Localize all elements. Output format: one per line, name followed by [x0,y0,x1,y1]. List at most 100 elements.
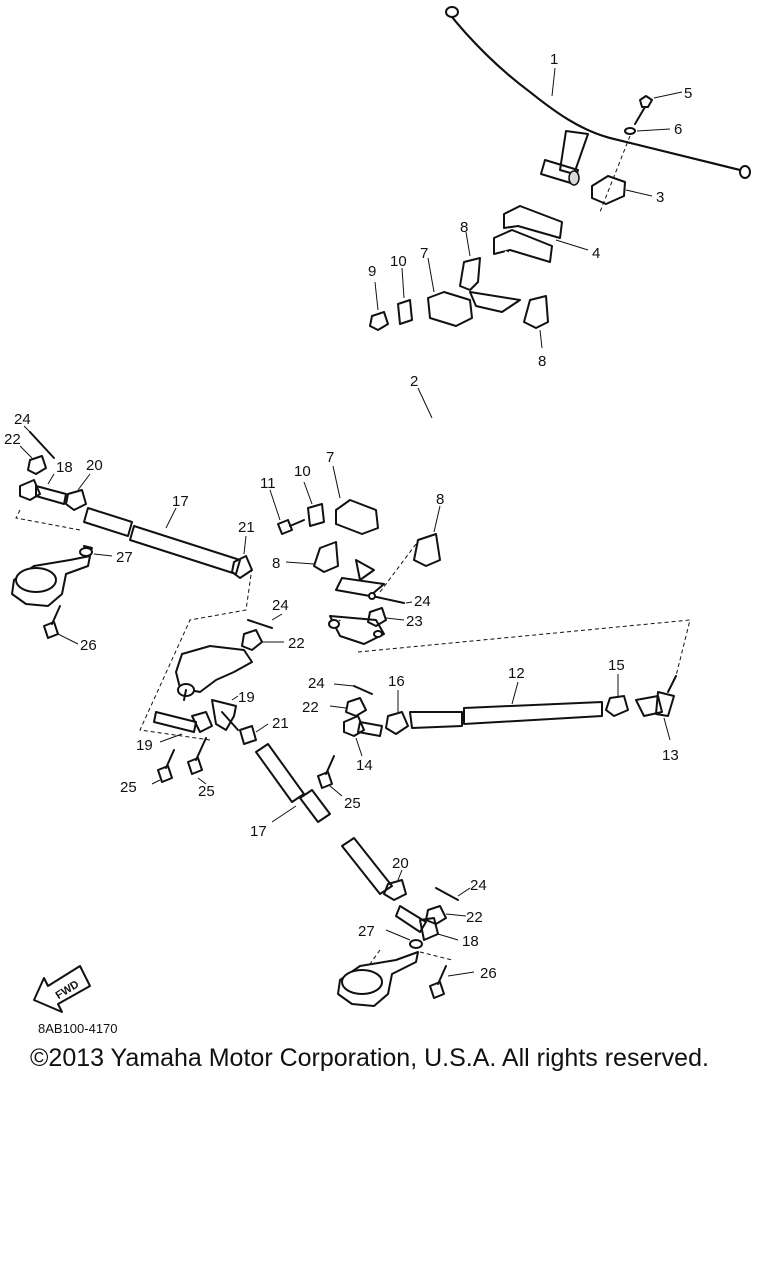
washer [624,127,671,135]
pitman-arm [175,645,253,701]
cotter-pin-right [333,683,373,695]
copyright-notice: ©2013 Yamaha Motor Corporation, U.S.A. A… [30,1044,709,1072]
tie-rod-end-lower [395,905,459,941]
callout-7b: 7 [326,449,334,466]
callout-26a: 26 [80,637,97,654]
jam-nut-right-inner [385,690,409,735]
callout-16: 16 [388,673,405,690]
callout-27b: 27 [358,923,375,940]
bolt-center-left [151,749,175,785]
bolt-left-upper [43,605,79,645]
column-clamp-bolt-lower [269,489,305,535]
callout-27a: 27 [116,549,133,566]
callout-24b: 24 [414,593,431,610]
cotter-pin-lower [435,887,471,901]
jam-nut-lower [383,869,407,901]
castle-nut-center [241,629,284,651]
callout-24d: 24 [308,675,325,692]
castle-nut-column [367,607,405,627]
callout-19b: 19 [136,737,153,754]
bolt-right [317,755,343,797]
column-bushing-upper-left [459,231,481,291]
callout-22a: 22 [4,431,21,448]
callout-25b: 25 [198,783,215,800]
callout-6: 6 [674,121,682,138]
callout-25c: 25 [344,795,361,812]
callout-3: 3 [656,189,664,206]
tie-rod-right [409,681,603,729]
callout-21a: 21 [238,519,255,536]
callout-4: 4 [592,245,600,262]
tie-rod-left-upper [83,507,241,575]
steering-column [328,250,521,645]
tie-rod-end-right-inner [343,715,383,757]
fwd-arrow-icon: FWD [33,965,91,1013]
column-clamp-upper [427,257,473,327]
callout-8a: 8 [460,219,468,236]
castle-nut-lower [425,905,467,925]
callout-22c: 22 [302,699,319,716]
callouts: 1 5 6 3 8 4 7 10 9 8 2 24 22 7 18 20 10 … [4,51,692,982]
column-clamp-plate-lower [303,481,325,527]
cotter-pin-column [368,592,413,604]
callout-10b: 10 [294,463,311,480]
callout-23: 23 [406,613,423,630]
bolt-lower [429,965,475,999]
callout-7a: 7 [420,245,428,262]
callout-10a: 10 [390,253,407,270]
callout-11: 11 [260,475,276,492]
jam-nut-center [239,723,269,745]
tie-rod-end-center-right [211,695,239,731]
callout-1: 1 [550,51,558,68]
handlebar-holder-lower [493,205,589,263]
callout-17b: 17 [250,823,267,840]
jam-nut-left-upper [65,473,91,511]
callout-5: 5 [684,85,692,102]
callout-8b: 8 [538,353,546,370]
callout-8d: 8 [272,555,280,572]
handlebar-holder-upper [591,135,653,213]
callout-22b: 22 [288,635,305,652]
callout-9: 9 [368,263,376,280]
callout-2: 2 [410,373,418,390]
callout-24a: 24 [14,411,31,428]
callout-12: 12 [508,665,525,682]
callout-25a: 25 [120,779,137,796]
callout-13: 13 [662,747,679,764]
tie-rod-end-left-upper [19,473,67,505]
cotter-pin-center [247,613,283,629]
callout-24e: 24 [470,877,487,894]
spindle-arm-lower [337,951,419,1007]
column-bushing-lower-right [413,505,441,567]
castle-nut-left-upper [19,445,47,475]
cotter-pin-left-upper [23,425,55,459]
callout-17a: 17 [172,493,189,510]
diagram-code: 8AB100-4170 [38,1021,118,1036]
washer-lower [385,929,423,949]
callout-22d: 22 [466,909,483,926]
callout-20a: 20 [86,457,103,474]
callout-18b: 18 [462,933,479,950]
callout-26b: 26 [480,965,497,982]
callout-18a: 18 [56,459,73,476]
callout-20b: 20 [392,855,409,872]
column-bushing-lower-left [285,541,339,573]
bolt-center-right [187,737,207,785]
callout-21b: 21 [272,715,289,732]
jam-nut-right-outer [605,674,629,717]
castle-nut-right [329,697,367,717]
washer-left-upper [79,547,113,557]
column-bushing-upper-right [523,295,549,349]
column-clamp-plate-upper [397,267,413,325]
callout-14: 14 [356,757,373,774]
callout-19a: 19 [238,689,255,706]
column-clamp-lower [332,465,379,535]
callout-24c: 24 [272,597,289,614]
tie-rod-end-right-outer [635,675,677,741]
handlebar-bolt [634,91,683,125]
jam-nut-left-upper-2 [231,535,253,579]
spindle-arm-left-upper [11,545,93,607]
handlebar [445,6,751,186]
tie-rod-lower [255,743,393,895]
